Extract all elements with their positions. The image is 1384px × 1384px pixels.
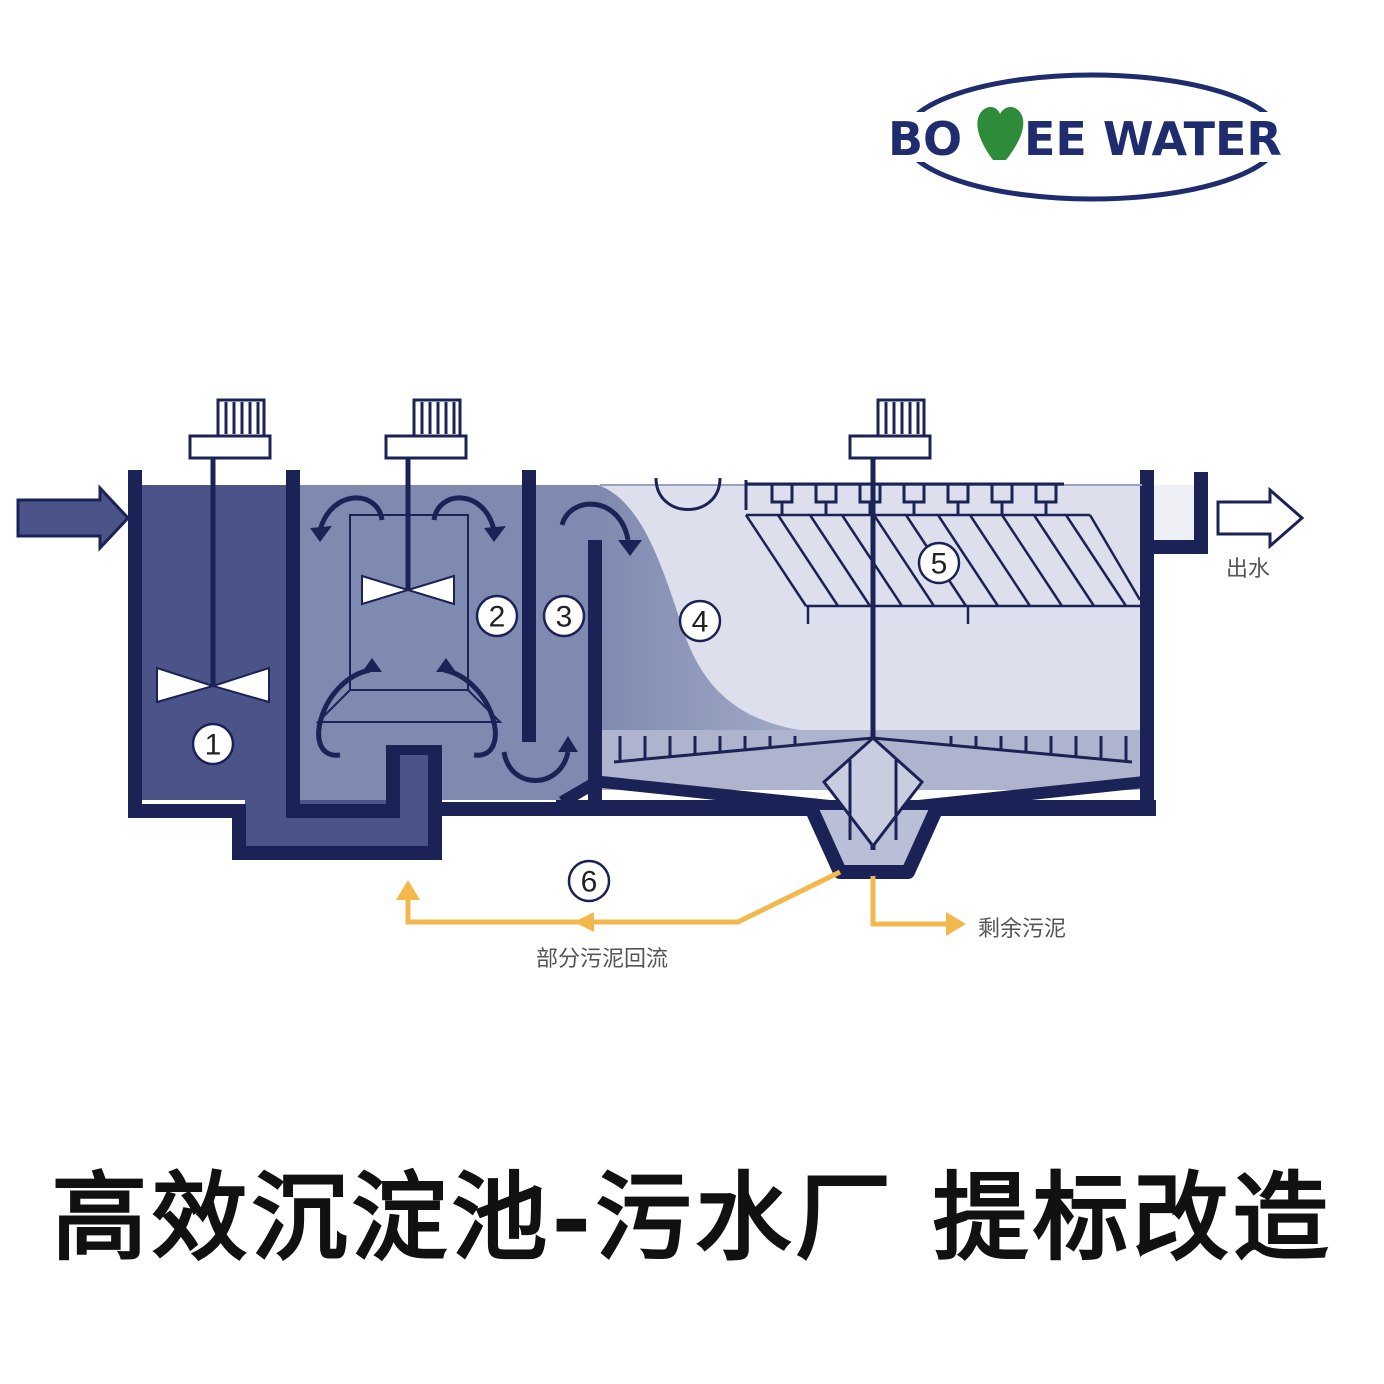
mixer-motor-2 [361, 398, 468, 606]
flow-arrows [316, 495, 631, 783]
sludge-return-arrow-icon [396, 880, 420, 900]
svg-text:2: 2 [489, 601, 506, 634]
excess-sludge-label: 剩余污泥 [978, 917, 1066, 942]
collection-pipes [744, 480, 1064, 514]
zone-badge-4: 4 [678, 599, 722, 643]
flocculation-zone-fill [300, 485, 598, 800]
outlet-trough-fill [1150, 485, 1198, 543]
sludge-return-mid-arrow-icon [574, 912, 594, 932]
bottom-channel-fill [245, 750, 430, 846]
zone-badge-1: 1 [191, 722, 235, 766]
excess-sludge-arrow-icon [946, 912, 966, 936]
zone-badge-5: 5 [917, 541, 961, 585]
svg-text:6: 6 [581, 866, 598, 899]
zone-badge-3: 3 [542, 594, 586, 638]
svg-text:5: 5 [931, 548, 948, 581]
sludge-return-line [405, 869, 948, 927]
bowee-water-logo: BO EE WATER [880, 72, 1300, 202]
outlet-label: 出水 [1226, 557, 1270, 582]
inlet-arrow-icon [16, 484, 131, 552]
zone-badge-2: 2 [475, 594, 519, 638]
sedimentation-tank-diagram: BO EE WATER [16, 72, 1305, 972]
svg-text:1: 1 [205, 729, 222, 762]
draft-tube [315, 514, 503, 723]
tube-settler [744, 513, 1142, 624]
logo-text-left: BO [888, 112, 962, 166]
logo-drop-icon [977, 107, 1024, 160]
mixer-motor-1 [156, 398, 272, 704]
zone-badge-6: 6 [567, 859, 611, 903]
sludge-blanket [598, 485, 1144, 790]
collection-trough [654, 477, 722, 511]
sludge-scraper [613, 735, 1133, 849]
svg-text:4: 4 [692, 606, 709, 639]
sludge-return-label: 部分污泥回流 [536, 947, 668, 972]
page-title: 高效沉淀池-污水厂 提标改造 [51, 1161, 1333, 1274]
svg-text:3: 3 [556, 601, 573, 634]
logo-text-right: EE WATER [1024, 112, 1282, 166]
outlet-arrow-icon [1216, 486, 1305, 550]
